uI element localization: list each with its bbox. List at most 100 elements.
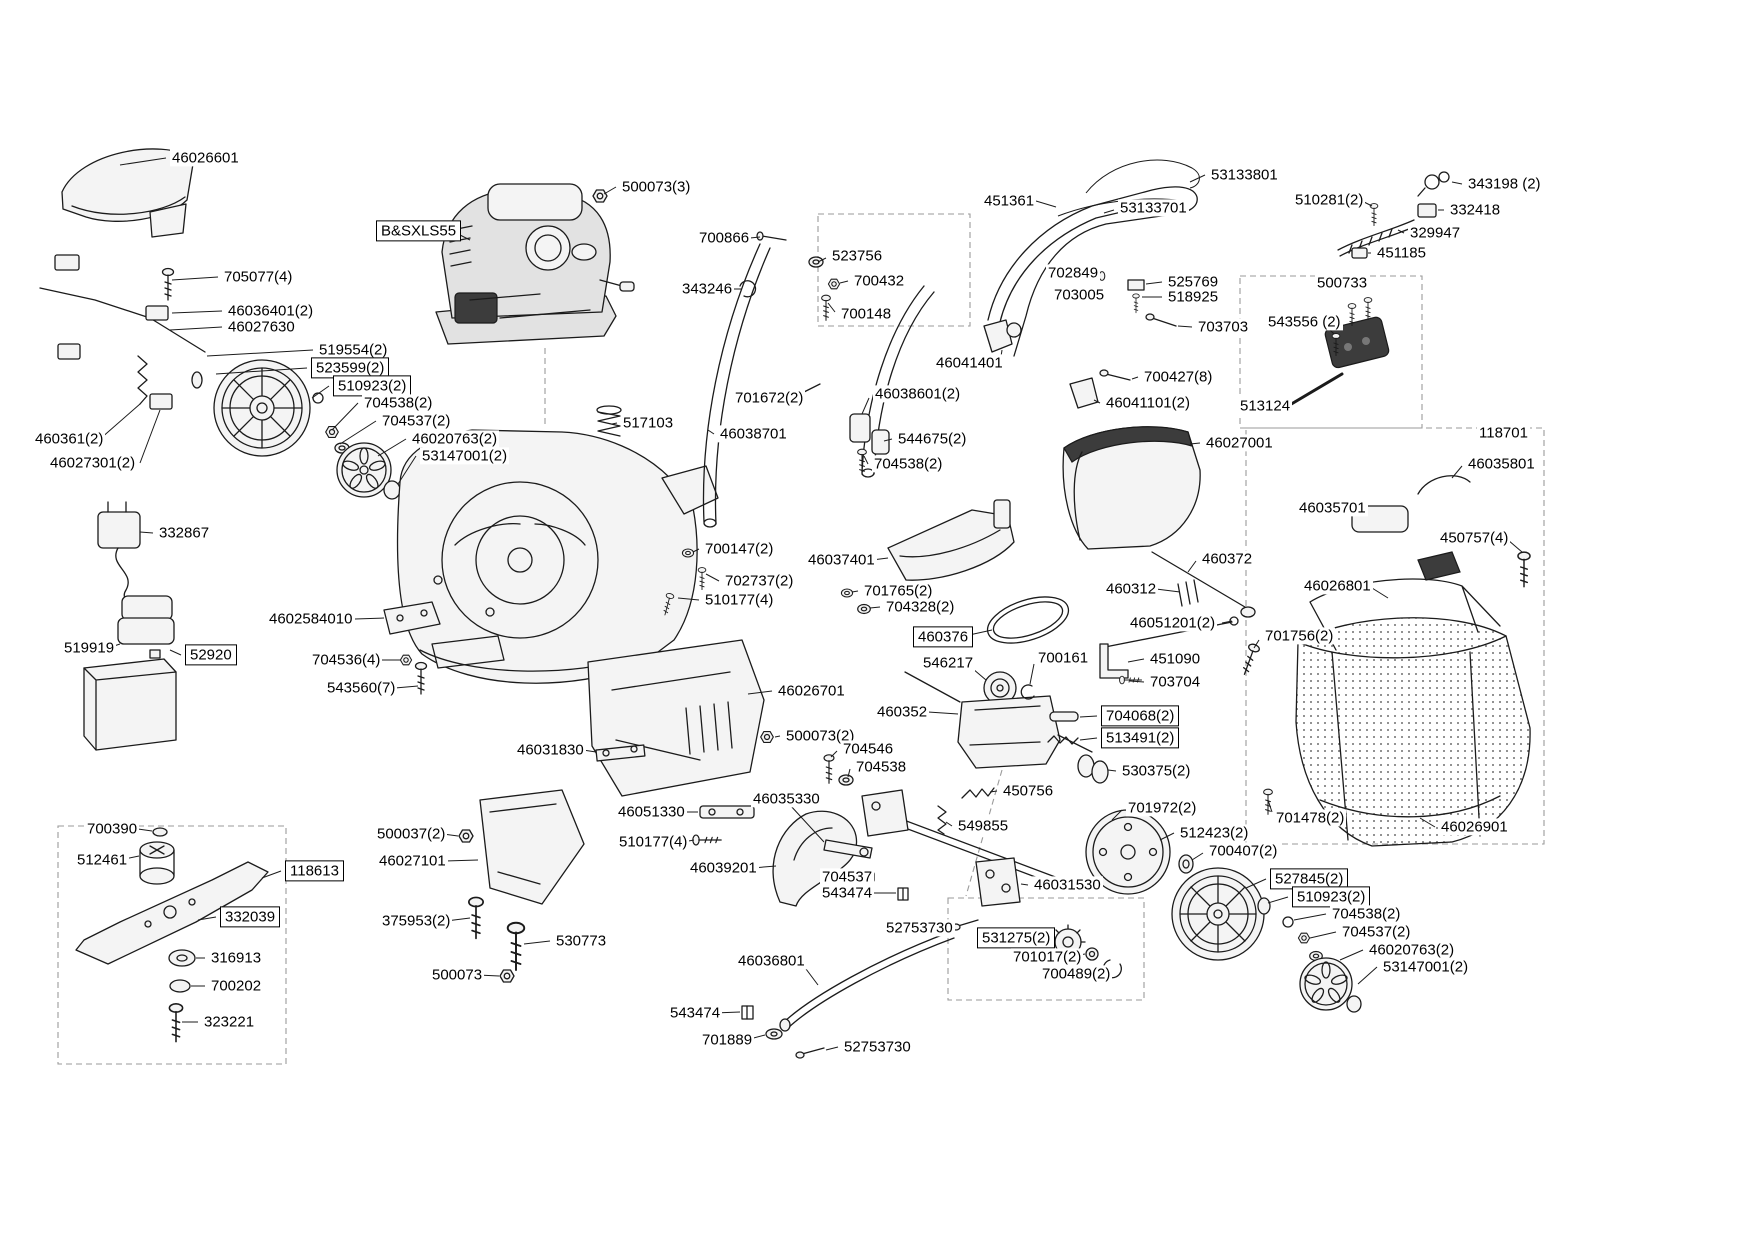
part-label-704538[interactable]: 704538 bbox=[854, 758, 909, 776]
part-label-549855[interactable]: 549855 bbox=[956, 817, 1011, 835]
part-label-519554-2-[interactable]: 519554(2) bbox=[317, 341, 390, 359]
part-label-46038701[interactable]: 46038701 bbox=[718, 425, 789, 443]
part-label-53133701[interactable]: 53133701 bbox=[1118, 199, 1189, 217]
part-label-512423-2-[interactable]: 512423(2) bbox=[1178, 824, 1251, 842]
part-label-701756-2-[interactable]: 701756(2) bbox=[1263, 627, 1336, 645]
part-label-46026701[interactable]: 46026701 bbox=[776, 682, 847, 700]
part-label-329947[interactable]: 329947 bbox=[1408, 224, 1463, 242]
part-label-460372[interactable]: 460372 bbox=[1200, 550, 1255, 568]
part-label-4602584010[interactable]: 4602584010 bbox=[267, 610, 355, 628]
part-label-46027301-2-[interactable]: 46027301(2) bbox=[48, 454, 138, 472]
part-label-500733[interactable]: 500733 bbox=[1315, 274, 1370, 292]
part-label-46020763-2-[interactable]: 46020763(2) bbox=[1367, 941, 1457, 959]
part-label-701765-2-[interactable]: 701765(2) bbox=[862, 582, 935, 600]
part-label-53133801[interactable]: 53133801 bbox=[1209, 166, 1280, 184]
part-label-46051201-2-[interactable]: 46051201(2) bbox=[1128, 614, 1218, 632]
part-label-704536-4-[interactable]: 704536(4) bbox=[310, 651, 383, 669]
part-label-52920[interactable]: 52920 bbox=[185, 644, 237, 666]
part-label-525769[interactable]: 525769 bbox=[1166, 273, 1221, 291]
part-label-704537-2-[interactable]: 704537(2) bbox=[380, 412, 453, 430]
part-label-46039201[interactable]: 46039201 bbox=[688, 859, 759, 877]
part-label-530375-2-[interactable]: 530375(2) bbox=[1120, 762, 1193, 780]
part-label-46041101-2-[interactable]: 46041101(2) bbox=[1104, 394, 1192, 412]
part-label-46035801[interactable]: 46035801 bbox=[1466, 455, 1537, 473]
part-label-702849[interactable]: 702849 bbox=[1046, 264, 1101, 282]
part-label-46027101[interactable]: 46027101 bbox=[377, 852, 448, 870]
part-label-316913[interactable]: 316913 bbox=[209, 949, 264, 967]
part-label-700148[interactable]: 700148 bbox=[839, 305, 894, 323]
part-label-700407-2-[interactable]: 700407(2) bbox=[1207, 842, 1280, 860]
part-label-704538-2-[interactable]: 704538(2) bbox=[872, 455, 945, 473]
part-label-700427-8-[interactable]: 700427(8) bbox=[1142, 368, 1215, 386]
part-label-527845-2-[interactable]: 527845(2) bbox=[1270, 868, 1349, 890]
part-label-118613[interactable]: 118613 bbox=[285, 860, 344, 882]
part-label-46035701[interactable]: 46035701 bbox=[1297, 499, 1368, 517]
part-label-518925[interactable]: 518925 bbox=[1166, 288, 1221, 306]
part-label-512461[interactable]: 512461 bbox=[75, 851, 130, 869]
part-label-46026901[interactable]: 46026901 bbox=[1439, 818, 1510, 836]
part-label-343246[interactable]: 343246 bbox=[680, 280, 735, 298]
part-label-517103[interactable]: 517103 bbox=[621, 414, 676, 432]
part-label-500037-2-[interactable]: 500037(2) bbox=[375, 825, 448, 843]
part-label-543556-2-[interactable]: 543556 (2) bbox=[1266, 313, 1343, 331]
part-label-460361-2-[interactable]: 460361(2) bbox=[33, 430, 106, 448]
part-label-52753730[interactable]: 52753730 bbox=[884, 919, 955, 937]
part-label-46036401-2-[interactable]: 46036401(2) bbox=[226, 302, 316, 320]
part-label-46027001[interactable]: 46027001 bbox=[1204, 434, 1275, 452]
part-label-704538-2-[interactable]: 704538(2) bbox=[362, 394, 435, 412]
part-label-46031530[interactable]: 46031530 bbox=[1032, 876, 1103, 894]
part-label-705077-4-[interactable]: 705077(4) bbox=[222, 268, 295, 286]
part-label-701478-2-[interactable]: 701478(2) bbox=[1274, 809, 1347, 827]
part-label-53147001-2-[interactable]: 53147001(2) bbox=[420, 447, 510, 465]
part-label-375953-2-[interactable]: 375953(2) bbox=[380, 912, 453, 930]
part-label-523599-2-[interactable]: 523599(2) bbox=[311, 357, 390, 379]
part-label-46026601[interactable]: 46026601 bbox=[170, 149, 241, 167]
part-label-703703[interactable]: 703703 bbox=[1196, 318, 1251, 336]
part-label-500073[interactable]: 500073 bbox=[430, 966, 485, 984]
part-label-513491-2-[interactable]: 513491(2) bbox=[1101, 727, 1180, 749]
part-label-544675-2-[interactable]: 544675(2) bbox=[896, 430, 969, 448]
part-label-53147001-2-[interactable]: 53147001(2) bbox=[1381, 958, 1471, 976]
part-label-46026801[interactable]: 46026801 bbox=[1302, 577, 1373, 595]
part-label-543474[interactable]: 543474 bbox=[668, 1004, 723, 1022]
part-label-460312[interactable]: 460312 bbox=[1104, 580, 1159, 598]
part-label-332418[interactable]: 332418 bbox=[1448, 201, 1503, 219]
part-label-701889[interactable]: 701889 bbox=[700, 1031, 755, 1049]
part-label-701672-2-[interactable]: 701672(2) bbox=[733, 389, 806, 407]
part-label-510923-2-[interactable]: 510923(2) bbox=[1292, 886, 1371, 908]
part-label-519919[interactable]: 519919 bbox=[62, 639, 117, 657]
part-label-531275-2-[interactable]: 531275(2) bbox=[977, 927, 1056, 949]
part-label-702737-2-[interactable]: 702737(2) bbox=[723, 572, 796, 590]
part-label-510177-4-[interactable]: 510177(4) bbox=[703, 591, 776, 609]
part-label-451185[interactable]: 451185 bbox=[1375, 244, 1428, 262]
part-label-530773[interactable]: 530773 bbox=[554, 932, 609, 950]
part-label-700390[interactable]: 700390 bbox=[85, 820, 140, 838]
part-label-450756[interactable]: 450756 bbox=[1001, 782, 1056, 800]
part-label-46038601-2-[interactable]: 46038601(2) bbox=[873, 385, 963, 403]
part-label-700432[interactable]: 700432 bbox=[852, 272, 907, 290]
part-label-323221[interactable]: 323221 bbox=[202, 1013, 257, 1031]
part-label-46041401[interactable]: 46041401 bbox=[934, 354, 1005, 372]
part-label-46036801[interactable]: 46036801 bbox=[736, 952, 807, 970]
part-label-332867[interactable]: 332867 bbox=[157, 524, 212, 542]
part-label-704537-2-[interactable]: 704537(2) bbox=[1340, 923, 1413, 941]
part-label-543474[interactable]: 543474 bbox=[820, 884, 875, 902]
part-label-704328-2-[interactable]: 704328(2) bbox=[884, 598, 957, 616]
part-label-343198-2-[interactable]: 343198 (2) bbox=[1466, 175, 1543, 193]
part-label-46031830[interactable]: 46031830 bbox=[515, 741, 586, 759]
part-label-500073-3-[interactable]: 500073(3) bbox=[620, 178, 693, 196]
part-label-46051330[interactable]: 46051330 bbox=[616, 803, 687, 821]
part-label-510281-2-[interactable]: 510281(2) bbox=[1293, 191, 1366, 209]
part-label-46027630[interactable]: 46027630 bbox=[226, 318, 297, 336]
part-label-52753730[interactable]: 52753730 bbox=[842, 1038, 913, 1056]
part-label-700489-2-[interactable]: 700489(2) bbox=[1040, 965, 1113, 983]
part-label-543560-7-[interactable]: 543560(7) bbox=[325, 679, 398, 697]
part-label-701972-2-[interactable]: 701972(2) bbox=[1126, 799, 1199, 817]
part-label-701017-2-[interactable]: 701017(2) bbox=[1011, 948, 1084, 966]
part-label-513124[interactable]: 513124 bbox=[1238, 397, 1293, 415]
part-label-703005[interactable]: 703005 bbox=[1052, 286, 1107, 304]
part-label-523756[interactable]: 523756 bbox=[830, 247, 885, 265]
part-label-704546[interactable]: 704546 bbox=[841, 740, 896, 758]
part-label-118701[interactable]: 118701 bbox=[1477, 424, 1530, 442]
part-label-700866[interactable]: 700866 bbox=[697, 229, 752, 247]
